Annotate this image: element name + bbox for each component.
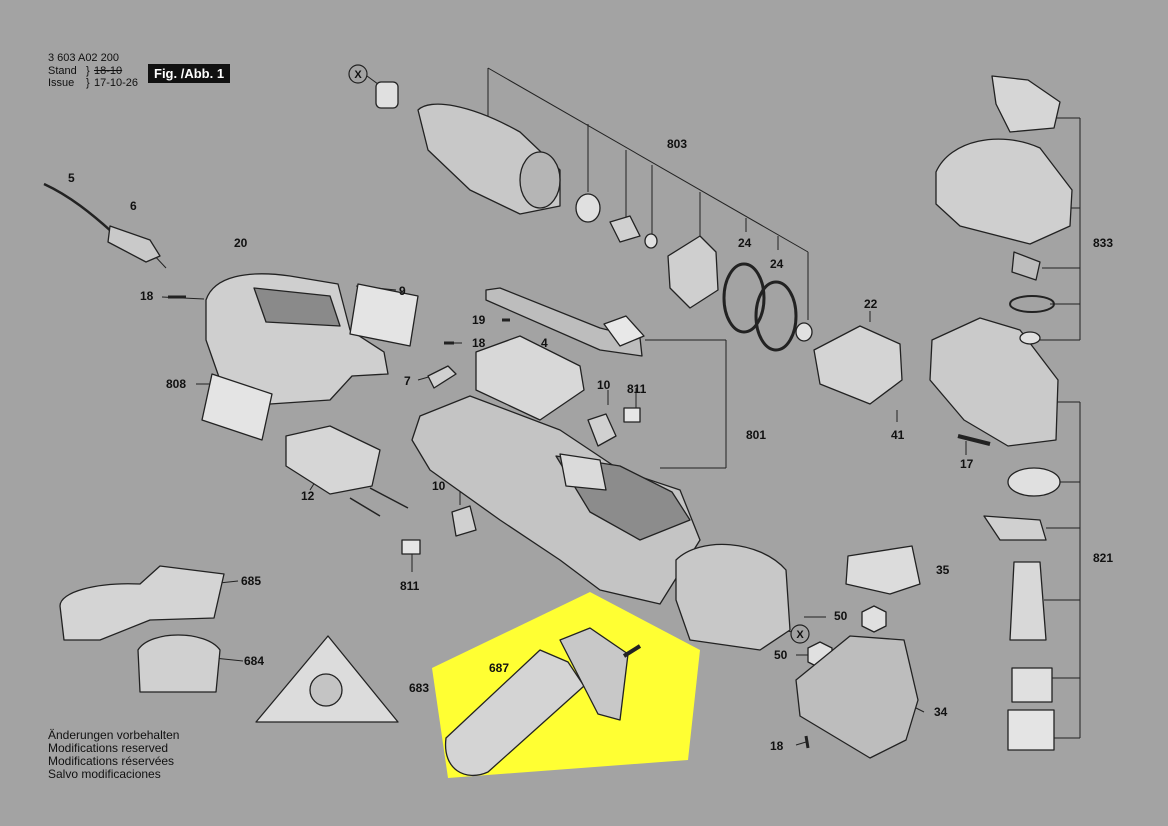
clamp-35 <box>845 545 921 595</box>
part-label-10-top: 10 <box>597 378 611 392</box>
label-9 <box>349 283 419 347</box>
part-label-17: 17 <box>960 457 974 471</box>
part-label-50-b: 50 <box>774 648 788 662</box>
electronics-12 <box>285 425 381 495</box>
part-label-811-top: 811 <box>627 382 647 396</box>
part-label-7: 7 <box>404 374 411 388</box>
part-label-41: 41 <box>891 428 905 442</box>
part-label-808: 808 <box>166 377 187 391</box>
issue-label: Issue <box>48 77 75 89</box>
switch-cap <box>603 315 645 347</box>
stand-value: 18-10 <box>94 65 123 77</box>
part-label-18: 18 <box>140 289 154 303</box>
part-label-34: 34 <box>934 705 948 719</box>
part-label-6: 6 <box>130 199 137 213</box>
part-label-12: 12 <box>301 489 315 503</box>
gear-head <box>929 317 1059 447</box>
rear-housing-20 <box>205 273 389 405</box>
part-label-4: 4 <box>541 336 548 350</box>
part-label-803: 803 <box>667 137 688 151</box>
part-label-833: 833 <box>1093 236 1114 250</box>
part-label-687: 687 <box>489 661 510 675</box>
part-label-9: 9 <box>399 284 406 298</box>
part-label-24-b: 24 <box>770 257 784 271</box>
part-label-10-bottom: 10 <box>432 479 446 493</box>
note-en: Modifications reserved <box>48 741 169 755</box>
part-label-18-switch: 18 <box>472 336 486 350</box>
brush-holder-10b <box>451 505 477 537</box>
o-ring-24a <box>722 262 766 334</box>
adapter-684 <box>137 634 221 693</box>
o-ring-24b <box>754 280 798 352</box>
part-label-22: 22 <box>864 297 878 311</box>
fan-baffle <box>667 235 719 309</box>
spindle-821 <box>1009 561 1047 641</box>
part-label-821: 821 <box>1093 551 1114 565</box>
figure-label: Fig. /Abb. 1 <box>148 64 231 83</box>
brush-811a <box>623 407 641 423</box>
part-label-683: 683 <box>409 681 430 695</box>
brush-holder-10a <box>587 413 617 447</box>
bracket-glyph-2: } <box>86 77 90 89</box>
part-label-5: 5 <box>68 171 75 185</box>
switch-4 <box>475 335 585 421</box>
bracket-22 <box>813 325 903 405</box>
x-marker-bottom: X <box>796 629 804 641</box>
label-808 <box>201 373 273 441</box>
modification-notes: Änderungen vorbehalten Modifications res… <box>48 729 179 781</box>
part-label-685: 685 <box>241 574 262 588</box>
cord-sleeve-6 <box>107 225 161 263</box>
part-label-684: 684 <box>244 654 265 668</box>
note-es: Salvo modificaciones <box>48 767 161 781</box>
part-label-18-gear: 18 <box>770 739 784 753</box>
bracket-glyph-1: } <box>86 65 90 77</box>
lever-7 <box>427 365 457 389</box>
part-label-35: 35 <box>936 563 950 577</box>
x-marker-circle-top <box>348 64 368 84</box>
part-label-811-bottom: 811 <box>400 579 420 593</box>
note-fr: Modifications réservées <box>48 754 175 768</box>
aux-handle-687 <box>444 649 585 777</box>
nut-50a <box>861 605 887 633</box>
note-de: Änderungen vorbehalten <box>48 728 180 742</box>
dust-hood-685 <box>59 565 225 641</box>
part-label-19: 19 <box>472 313 486 327</box>
field-coil <box>675 543 791 651</box>
cap-833 <box>935 138 1073 245</box>
motor-housing-801 <box>411 395 701 605</box>
issue-value: 17-10-26 <box>94 77 139 89</box>
part-label-20: 20 <box>234 236 248 250</box>
part-label-50-a: 50 <box>834 609 848 623</box>
doc-number: 3 603 A02 200 <box>48 52 119 64</box>
power-cord-5 <box>43 182 113 233</box>
x-marker-circle-bottom <box>790 624 810 644</box>
stand-label: Stand <box>48 65 77 77</box>
switch-rod <box>485 287 643 357</box>
brush-811b <box>401 539 421 555</box>
x-marker-top: X <box>354 69 362 81</box>
part-label-801: 801 <box>746 428 767 442</box>
gear-housing-34 <box>795 635 919 759</box>
part-label-24-a: 24 <box>738 236 752 250</box>
